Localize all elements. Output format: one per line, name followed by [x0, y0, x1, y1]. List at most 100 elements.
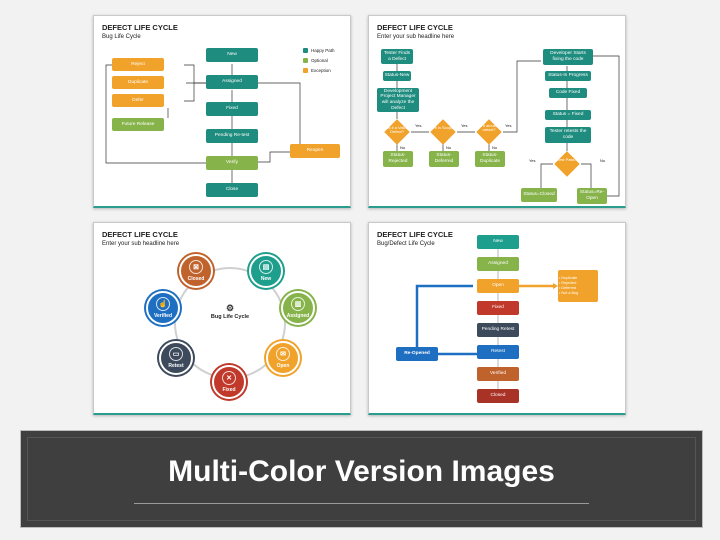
- cycle-node-label: Closed: [187, 276, 205, 282]
- decision-label: Is it in Scope?: [430, 125, 456, 130]
- box-status-in-progress: Status-In Progress: [545, 71, 591, 81]
- envelope-icon: ✉: [276, 347, 290, 361]
- slide-thumbnail-4[interactable]: DEFECT LIFE CYCLE Bug/Defect Life Cycle …: [368, 222, 626, 415]
- flow-connectors: [396, 55, 620, 197]
- banner-title: Multi-Color Version Images: [168, 455, 555, 488]
- banner-frame: [27, 437, 696, 521]
- slide-title: DEFECT LIFE CYCLE: [377, 230, 453, 239]
- legend-label: Exception: [311, 68, 331, 73]
- box-status-duplicate: Status-Duplicate: [475, 151, 505, 167]
- yes-label: Yes: [415, 123, 422, 128]
- box-verify: Verify: [206, 156, 258, 170]
- flow-step-open: Open: [477, 279, 519, 293]
- side-list: • Duplicate • Rejected • Deferred • Not …: [559, 276, 578, 297]
- slide-subtitle: Enter your sub headline here: [377, 34, 455, 40]
- flow-step-pending-retest: Pending Retest: [477, 323, 519, 337]
- box-duplicate: Duplicate: [112, 76, 164, 89]
- legend-swatch: [303, 48, 308, 53]
- cycle-node-open: ✉ Open: [266, 341, 300, 375]
- cycle-node-label: Verified: [153, 313, 173, 319]
- no-label: No: [492, 145, 498, 150]
- decision-label: Is it already raised?: [478, 123, 500, 133]
- flow-step-new: New: [477, 235, 519, 249]
- flow-connectors: [415, 248, 558, 389]
- yes-label: Yes: [505, 123, 512, 128]
- box-reopen: Reopen: [290, 144, 340, 158]
- slide-thumbnail-3[interactable]: DEFECT LIFE CYCLE Enter your sub headlin…: [93, 222, 351, 415]
- decision-label: Is it a Valid Defect?: [387, 125, 407, 135]
- slide-title: DEFECT LIFE CYCLE: [102, 23, 178, 32]
- side-list-item: • Duplicate: [559, 275, 578, 280]
- no-label: No: [600, 158, 606, 163]
- side-list-item: • Not a Bug: [559, 291, 579, 296]
- slide-thumbnail-1[interactable]: DEFECT LIFE CYCLE Bug Life Cycle New Ass…: [93, 15, 351, 208]
- flow-step-retest: Retest: [477, 345, 519, 359]
- box-assigned: Assigned: [206, 75, 258, 89]
- document-icon: ▤: [259, 260, 273, 274]
- flow-step-verified: Verified: [477, 367, 519, 381]
- cycle-center: ⚙ Bug Life Cycle: [206, 303, 254, 320]
- slide-title: DEFECT LIFE CYCLE: [102, 230, 178, 239]
- box-dev-pm: Development Project Manager will analyze…: [377, 88, 419, 112]
- box-status-closed: Status=Closed: [521, 188, 557, 202]
- cycle-node-verified: ☝ Verified: [146, 291, 180, 325]
- cycle-node-assigned: ▥ Assigned: [281, 291, 315, 325]
- side-list-item: • Deferred: [559, 286, 577, 290]
- title-banner: Multi-Color Version Images: [20, 430, 703, 528]
- cycle-node-closed: ⊠ Closed: [179, 254, 213, 288]
- legend-optional: Optional: [303, 58, 328, 63]
- yes-label: Yes: [529, 158, 536, 163]
- legend-label: Happy Path: [311, 48, 335, 53]
- box-tester-finds: Tester Finds a Defect: [381, 49, 413, 64]
- slide-thumbnail-2[interactable]: DEFECT LIFE CYCLE Enter your sub headlin…: [368, 15, 626, 208]
- legend-exception: Exception: [303, 68, 331, 73]
- box-defer: Defer: [112, 94, 164, 107]
- legend-swatch: [303, 68, 308, 73]
- box-new: New: [206, 48, 258, 62]
- close-square-icon: ⊠: [189, 260, 203, 274]
- thumbs-up-icon: ☝: [156, 297, 170, 311]
- tools-icon: ✕: [222, 371, 236, 385]
- cycle-node-label: Assigned: [286, 313, 310, 319]
- box-code-fixed: Code Fixed: [549, 88, 587, 98]
- cycle-node-new: ▤ New: [249, 254, 283, 288]
- yes-label: Yes: [461, 123, 468, 128]
- decision-label: Test Pass?: [557, 157, 577, 162]
- legend-happy-path: Happy Path: [303, 48, 335, 53]
- slide-title: DEFECT LIFE CYCLE: [377, 23, 453, 32]
- box-status-fixed: Status = Fixed: [545, 110, 591, 120]
- box-dev-starts: Developer Starts fixing the code: [543, 49, 593, 65]
- box-pending-retest: Pending Re-test: [206, 129, 258, 143]
- slide-subtitle: Bug/Defect Life Cycle: [377, 241, 435, 247]
- legend-swatch: [303, 58, 308, 63]
- no-label: No: [446, 145, 452, 150]
- cycle-node-retest: ▭ Retest: [159, 341, 193, 375]
- side-list-item: • Rejected: [559, 280, 577, 285]
- box-status-new: Status-New: [383, 71, 411, 81]
- slide-subtitle: Bug Life Cycle: [102, 34, 141, 40]
- cycle-node-fixed: ✕ Fixed: [212, 365, 246, 399]
- no-label: No: [400, 145, 406, 150]
- side-list-box: • Duplicate • Rejected • Deferred • Not …: [558, 270, 598, 302]
- flow-step-closed: Closed: [477, 389, 519, 403]
- flow-step-assigned: Assigned: [477, 257, 519, 271]
- building-icon: ▥: [291, 297, 305, 311]
- inbox-icon: ▭: [169, 347, 183, 361]
- box-status-rejected: Status-Rejected: [383, 151, 413, 167]
- legend-label: Optional: [311, 58, 328, 63]
- box-tester-retests: Tester retests the code: [545, 127, 591, 143]
- box-status-deferred: Status-Deferred: [429, 151, 459, 167]
- cycle-node-label: New: [260, 276, 272, 282]
- box-close: Close: [206, 183, 258, 197]
- banner-divider: [134, 503, 589, 504]
- cycle-node-label: Open: [276, 363, 290, 369]
- box-future-release: Future Release: [112, 118, 164, 131]
- cycle-center-label: Bug Life Cycle: [210, 314, 250, 320]
- cycle-node-label: Retest: [168, 363, 184, 369]
- bug-icon: ⚙: [225, 303, 235, 313]
- slide-subtitle: Enter your sub headline here: [102, 241, 180, 247]
- box-reopened: Re-Opened: [396, 347, 438, 361]
- box-reject: Reject: [112, 58, 164, 71]
- box-fixed: Fixed: [206, 102, 258, 116]
- cycle-node-label: Fixed: [222, 387, 236, 393]
